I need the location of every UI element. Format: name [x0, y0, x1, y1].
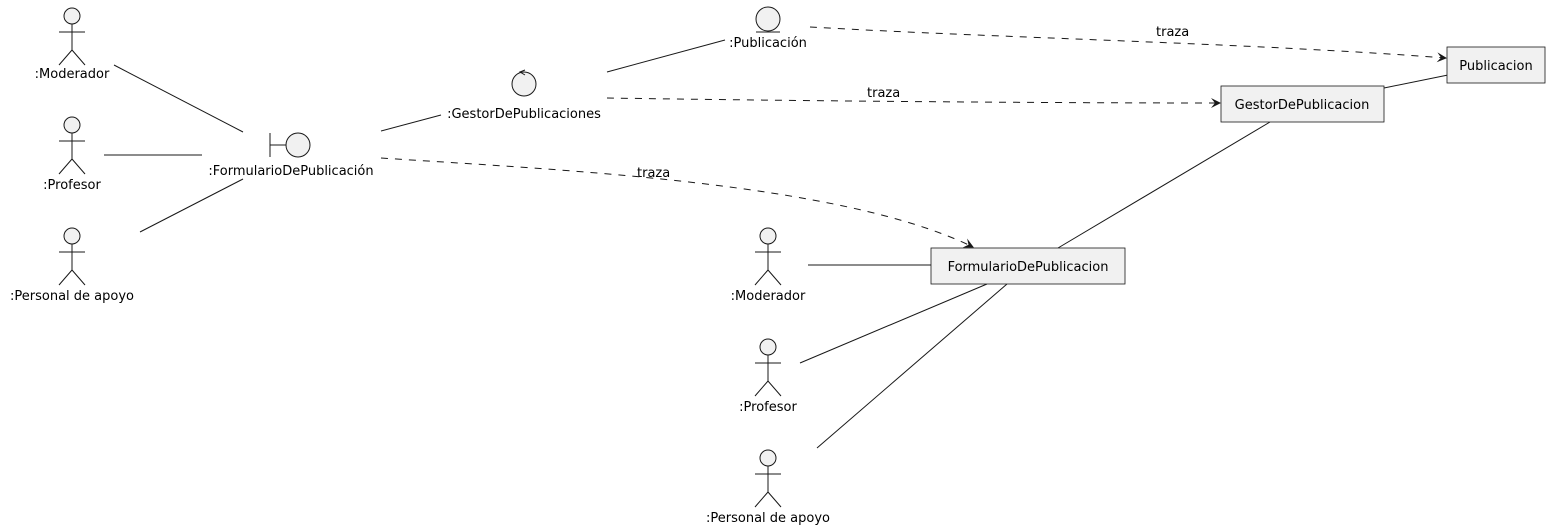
actor-label: :Profesor [739, 400, 797, 415]
association-control-entity [606, 39, 726, 73]
entity-icon [755, 6, 781, 33]
actor-right-moderador: :Moderador [731, 227, 806, 304]
boundary-formulario: :FormularioDePublicación [208, 132, 374, 179]
trace-label-entity: traza [1156, 25, 1189, 40]
association-gestor-publicacion [1383, 74, 1449, 89]
actor-icon [754, 227, 782, 286]
actor-label: :Moderador [731, 289, 806, 304]
trace-label-control: traza [867, 86, 900, 101]
actor-left-moderador: :Moderador [35, 7, 110, 82]
trace-control-to-gestor [606, 97, 1221, 108]
association-left-moderador-boundary [113, 64, 244, 133]
entity-publicacion: :Publicación [729, 6, 807, 51]
class-label: Publicacion [1459, 59, 1532, 74]
actor-label: :Personal de apoyo [10, 289, 134, 304]
trace-boundary-to-formulario [380, 157, 974, 248]
actor-label: :Moderador [35, 67, 110, 82]
actor-icon [58, 116, 86, 175]
actor-label: :Personal de apoyo [706, 511, 830, 526]
class-publicacion: Publicacion [1446, 46, 1546, 84]
class-label: GestorDePublicacion [1235, 98, 1370, 113]
actor-icon [58, 7, 86, 66]
actor-right-personal-de-apoyo: :Personal de apoyo [706, 449, 830, 526]
trace-entity-to-publicacion [809, 26, 1447, 63]
association-boundary-control [380, 114, 442, 132]
actor-icon [58, 227, 86, 286]
class-label: FormularioDePublicacion [948, 260, 1109, 275]
actor-left-profesor: :Profesor [43, 116, 101, 193]
boundary-icon [269, 132, 311, 158]
connectors: traza traza traza [104, 25, 1449, 449]
actor-right-profesor: :Profesor [739, 338, 797, 415]
entity-label: :Publicación [729, 36, 807, 51]
association-left-personal-boundary [139, 178, 244, 233]
actor-label: :Profesor [43, 178, 101, 193]
boundary-label: :FormularioDePublicación [208, 164, 373, 179]
class-formulario-de-publicacion: FormularioDePublicacion [930, 247, 1126, 285]
actor-icon [754, 338, 782, 397]
trace-label-boundary: traza [637, 166, 670, 181]
control-icon [511, 69, 537, 97]
actor-left-personal-de-apoyo: :Personal de apoyo [10, 227, 134, 304]
control-label: :GestorDePublicaciones [447, 107, 601, 122]
association-right-profesor-formulario [799, 283, 988, 364]
control-gestor: :GestorDePublicaciones [447, 69, 601, 122]
class-gestor-de-publicacion: GestorDePublicacion [1220, 85, 1385, 123]
association-formulario-gestor [1057, 121, 1271, 249]
association-right-personal-formulario [816, 283, 1008, 449]
actor-icon [754, 449, 782, 508]
